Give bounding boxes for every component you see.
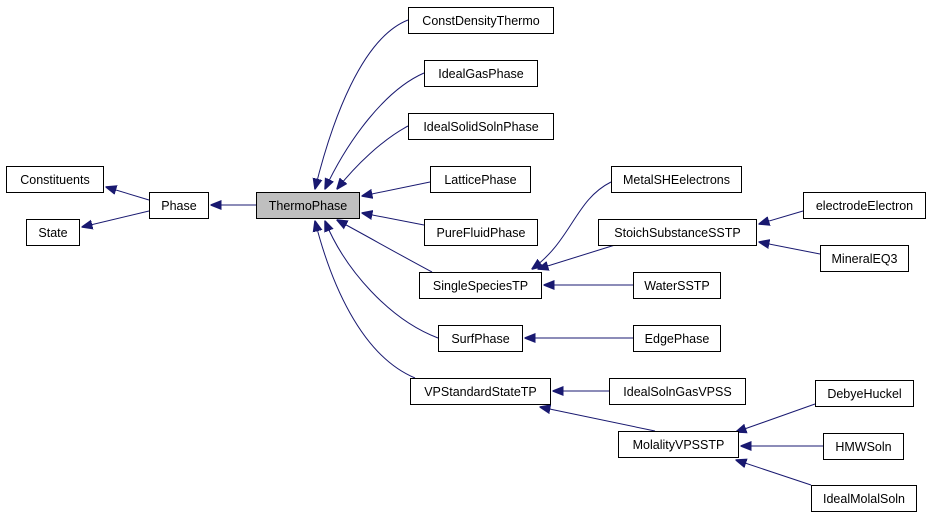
node-box[interactable]	[408, 113, 554, 140]
node-debyehuckel[interactable]: DebyeHuckel	[815, 380, 914, 407]
node-label: EdgePhase	[645, 332, 710, 346]
edge-idealmolal-to-molality	[736, 460, 812, 486]
node-electrodeelectron[interactable]: electrodeElectron	[803, 192, 926, 219]
node-box[interactable]	[815, 380, 914, 407]
node-label: StoichSubstanceSSTP	[614, 226, 740, 240]
node-label: WaterSSTP	[644, 279, 710, 293]
node-box[interactable]	[633, 325, 721, 352]
edge-vpstandard-to-thermophase	[315, 221, 416, 379]
node-label: Phase	[161, 199, 196, 213]
node-singlespecies[interactable]: SingleSpeciesTP	[419, 272, 542, 299]
node-box[interactable]	[419, 272, 542, 299]
node-box[interactable]	[424, 60, 538, 87]
node-label: PureFluidPhase	[437, 226, 526, 240]
node-label: IdealSolnGasVPSS	[623, 385, 731, 399]
node-box[interactable]	[598, 219, 757, 246]
node-box[interactable]	[803, 192, 926, 219]
node-lattice[interactable]: LatticePhase	[430, 166, 531, 193]
edge-phase-to-state	[82, 210, 150, 227]
node-box[interactable]	[26, 219, 80, 246]
node-label: MineralEQ3	[832, 252, 898, 266]
node-idealgas[interactable]: IdealGasPhase	[424, 60, 538, 87]
edge-purefluid-to-thermophase	[362, 213, 425, 226]
node-box[interactable]	[6, 166, 104, 193]
node-box[interactable]	[633, 272, 721, 299]
edge-singlespecies-to-thermophase	[337, 220, 433, 273]
node-label: IdealGasPhase	[438, 67, 524, 81]
node-label: IdealSolidSolnPhase	[423, 120, 538, 134]
edge-mineraleq3-to-stoich	[759, 242, 821, 255]
node-box[interactable]	[823, 433, 904, 460]
edge-stoich-to-singlespecies	[538, 244, 616, 269]
edge-molality-to-vpstandard	[540, 407, 656, 432]
node-label: VPStandardStateTP	[424, 385, 537, 399]
node-purefluid[interactable]: PureFluidPhase	[424, 219, 538, 246]
edge-metalshe-to-singlespecies	[532, 181, 612, 269]
node-box[interactable]	[618, 431, 739, 458]
node-molality[interactable]: MolalityVPSSTP	[618, 431, 739, 458]
node-label: Constituents	[20, 173, 89, 187]
node-label: SingleSpeciesTP	[433, 279, 528, 293]
node-idealsolid[interactable]: IdealSolidSolnPhase	[408, 113, 554, 140]
edge-debyehuckel-to-molality	[736, 403, 816, 432]
edge-idealgas-to-thermophase	[325, 72, 425, 189]
edge-phase-to-constituents	[106, 187, 150, 201]
node-hmwsoln[interactable]: HMWSoln	[823, 433, 904, 460]
node-watersstp[interactable]: WaterSSTP	[633, 272, 721, 299]
node-vpstandard[interactable]: VPStandardStateTP	[410, 378, 551, 405]
node-box[interactable]	[438, 325, 523, 352]
node-constituents[interactable]: Constituents	[6, 166, 104, 193]
node-surfphase[interactable]: SurfPhase	[438, 325, 523, 352]
edge-surfphase-to-thermophase	[325, 221, 439, 339]
node-label: electrodeElectron	[816, 199, 913, 213]
node-stoich[interactable]: StoichSubstanceSSTP	[598, 219, 757, 246]
node-constdensity[interactable]: ConstDensityThermo	[408, 7, 554, 34]
node-thermophase[interactable]: ThermoPhase	[256, 192, 360, 219]
node-box[interactable]	[410, 378, 551, 405]
node-label: HMWSoln	[835, 440, 891, 454]
node-edgephase[interactable]: EdgePhase	[633, 325, 721, 352]
node-idealmolal[interactable]: IdealMolalSoln	[811, 485, 917, 512]
node-mineraleq3[interactable]: MineralEQ3	[820, 245, 909, 272]
node-phase[interactable]: Phase	[149, 192, 209, 219]
node-label: SurfPhase	[451, 332, 509, 346]
nodes-layer: ConstDensityThermoIdealGasPhaseIdealSoli…	[6, 7, 926, 512]
node-box[interactable]	[424, 219, 538, 246]
node-metalshe[interactable]: MetalSHEelectrons	[611, 166, 742, 193]
node-box[interactable]	[611, 166, 742, 193]
node-idealsolngas[interactable]: IdealSolnGasVPSS	[609, 378, 746, 405]
node-label: IdealMolalSoln	[823, 492, 905, 506]
node-label: MetalSHEelectrons	[623, 173, 730, 187]
edge-idealsolid-to-thermophase	[337, 125, 409, 189]
node-box[interactable]	[811, 485, 917, 512]
node-box[interactable]	[256, 192, 360, 219]
node-box[interactable]	[609, 378, 746, 405]
node-label: LatticePhase	[444, 173, 516, 187]
node-label: ConstDensityThermo	[422, 14, 539, 28]
node-box[interactable]	[408, 7, 554, 34]
edge-lattice-to-thermophase	[362, 181, 431, 196]
edge-constdensity-to-thermophase	[315, 19, 409, 189]
node-label: State	[38, 226, 67, 240]
node-label: ThermoPhase	[269, 199, 348, 213]
node-label: DebyeHuckel	[827, 387, 901, 401]
node-box[interactable]	[149, 192, 209, 219]
node-box[interactable]	[430, 166, 531, 193]
node-state[interactable]: State	[26, 219, 80, 246]
node-label: MolalityVPSSTP	[633, 438, 725, 452]
edge-electrodeelectron-to-stoich	[759, 210, 804, 224]
node-box[interactable]	[820, 245, 909, 272]
edges-layer	[82, 19, 823, 486]
